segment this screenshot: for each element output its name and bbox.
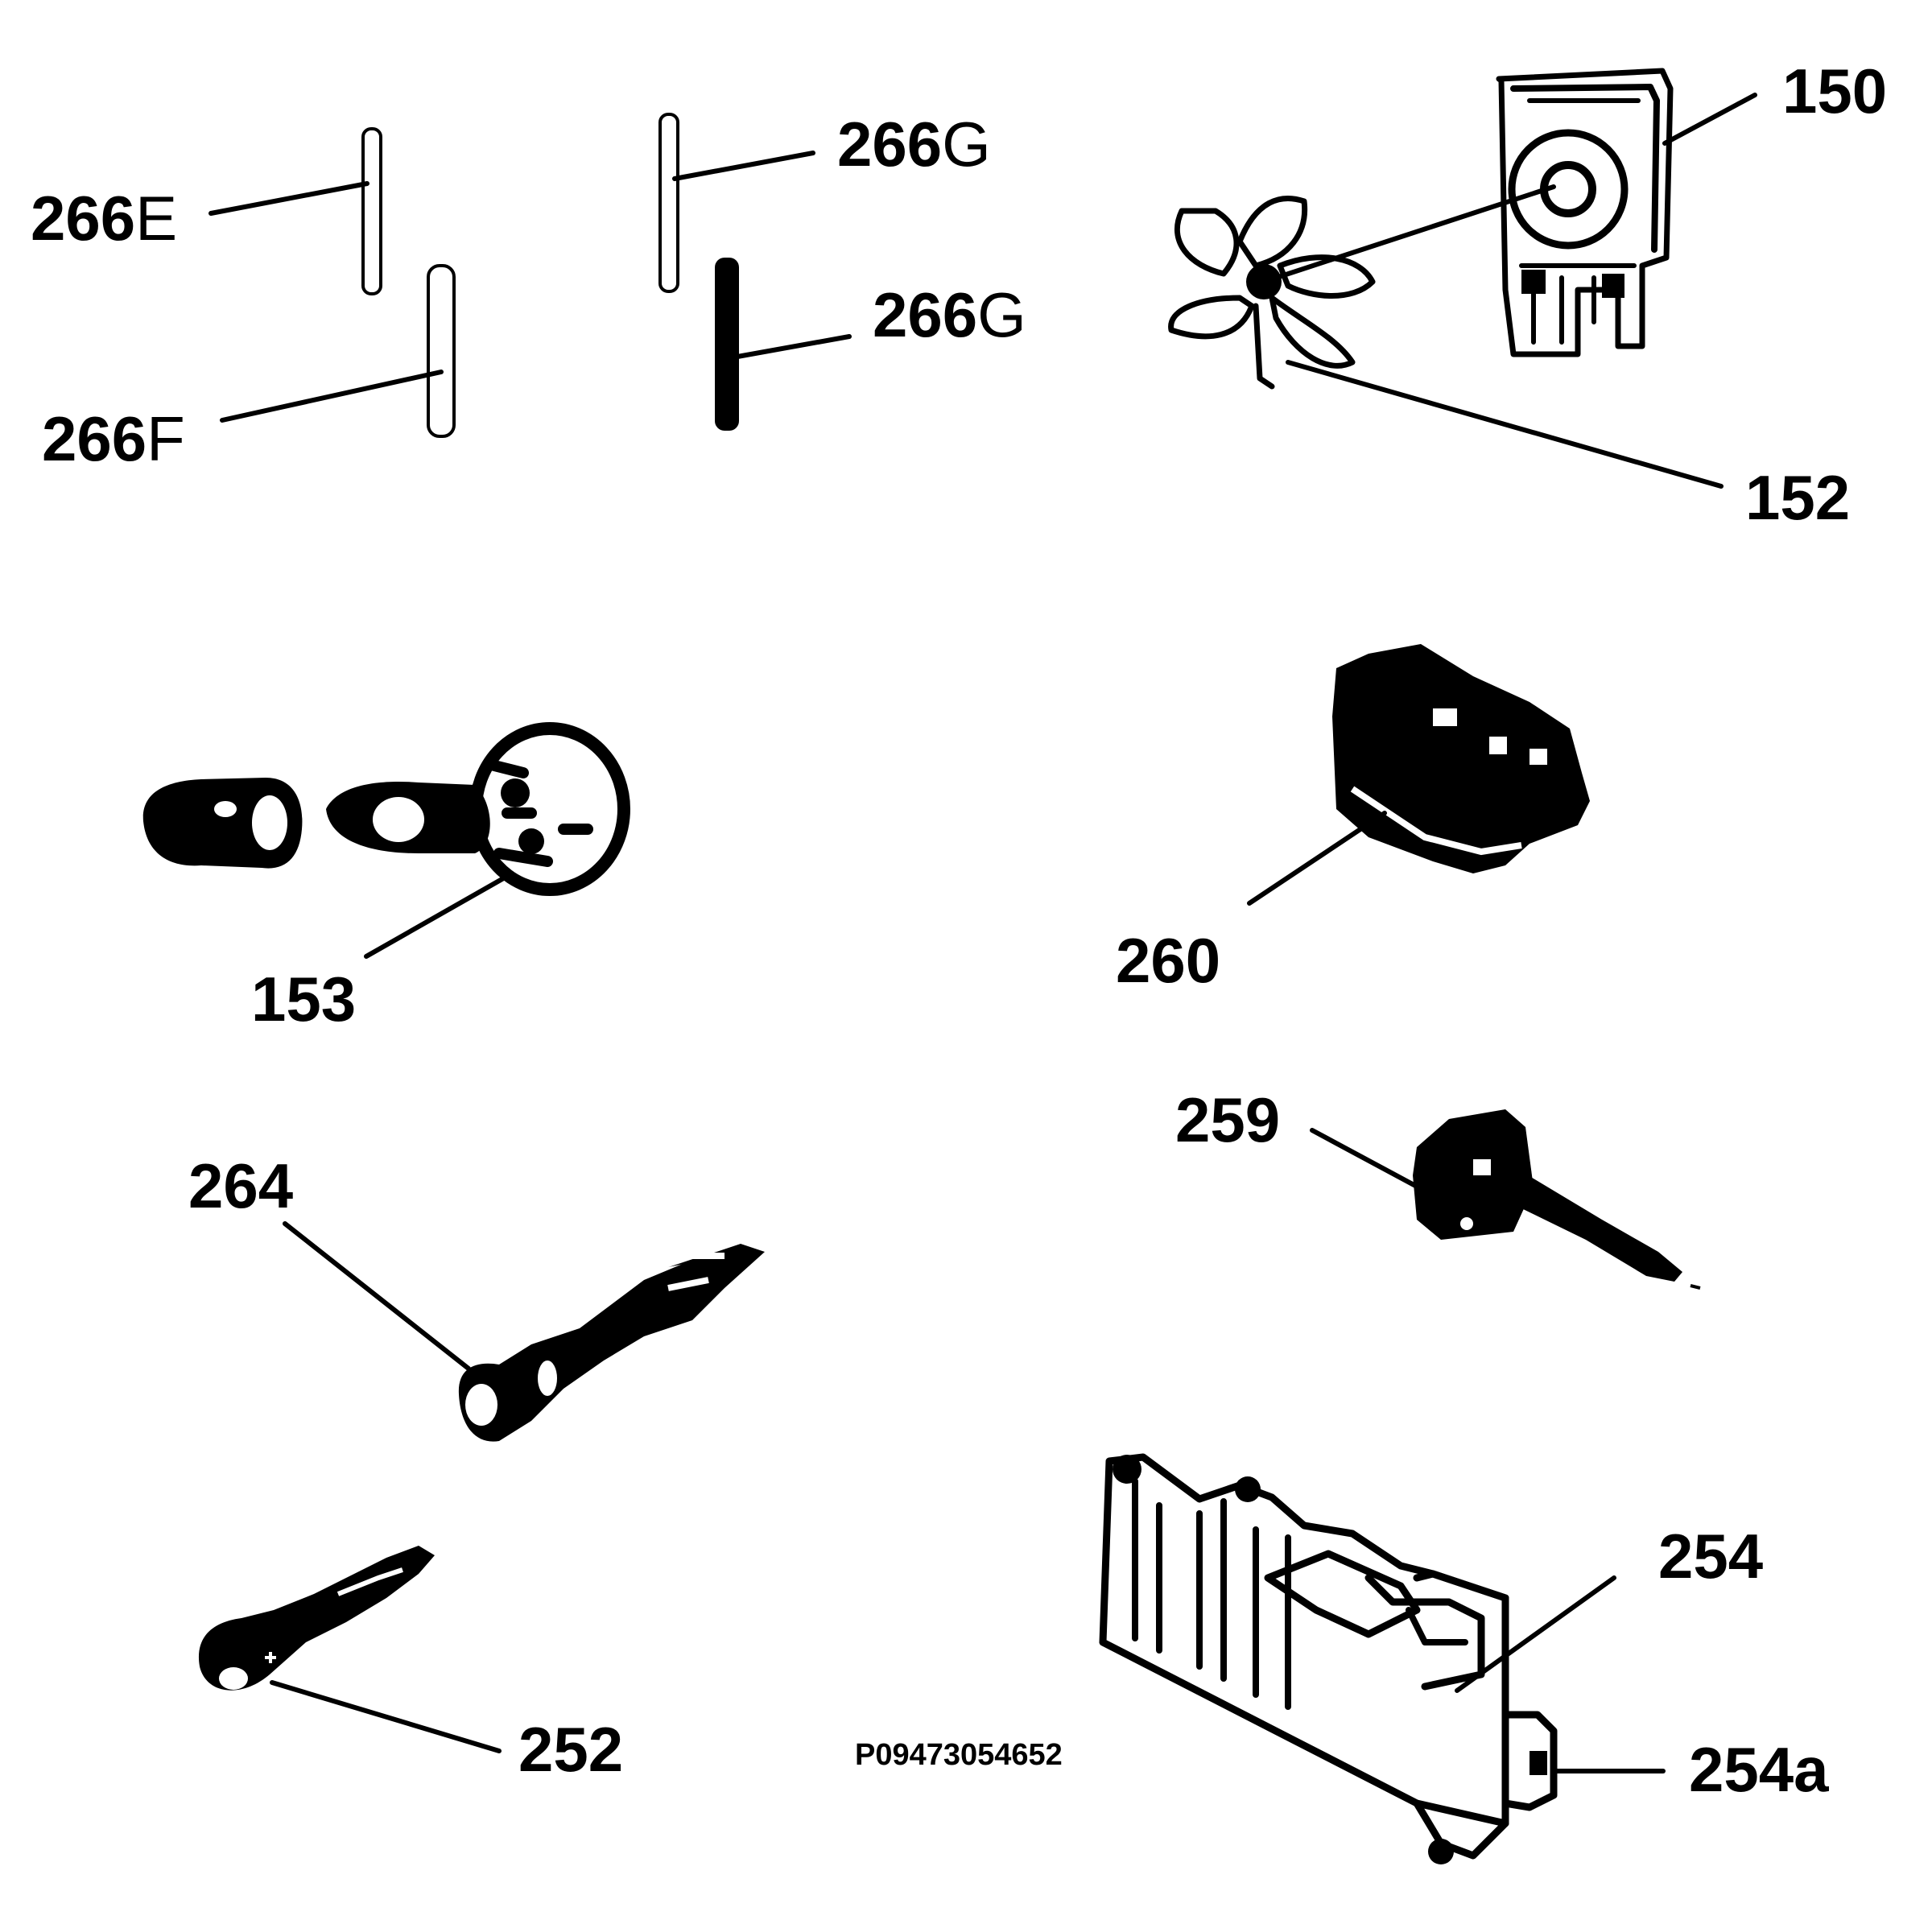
part-264-connector bbox=[283, 1221, 765, 1442]
label-266f: 266F bbox=[42, 403, 185, 474]
part-266f-pin bbox=[220, 264, 456, 438]
part-153-lamp bbox=[142, 722, 630, 959]
label-252: 252 bbox=[518, 1714, 623, 1785]
part-252-connector bbox=[198, 1546, 502, 1753]
part-266g-top-pin bbox=[658, 113, 815, 293]
label-266e: 266E bbox=[31, 183, 177, 254]
label-152: 152 bbox=[1745, 462, 1850, 533]
part-254-terminal-box bbox=[1099, 1453, 1666, 1864]
part-266e-pin bbox=[208, 127, 382, 295]
label-266g-bottom: 266G bbox=[873, 279, 1026, 350]
label-153: 153 bbox=[251, 964, 356, 1034]
part-152-fan bbox=[1168, 184, 1724, 489]
label-254: 254 bbox=[1658, 1521, 1763, 1592]
label-150: 150 bbox=[1782, 56, 1887, 126]
drawing-code: P09473054652 bbox=[855, 1738, 1063, 1772]
label-264: 264 bbox=[188, 1150, 293, 1221]
label-259: 259 bbox=[1175, 1084, 1280, 1155]
label-260: 260 bbox=[1116, 925, 1220, 996]
part-266g-bottom-pin bbox=[715, 258, 852, 431]
part-150-motor bbox=[1496, 68, 1757, 357]
label-254a: 254a bbox=[1689, 1734, 1829, 1805]
label-266g-top: 266G bbox=[837, 109, 991, 180]
part-260-relay bbox=[1247, 644, 1590, 906]
part-259-switch bbox=[1310, 1109, 1701, 1290]
